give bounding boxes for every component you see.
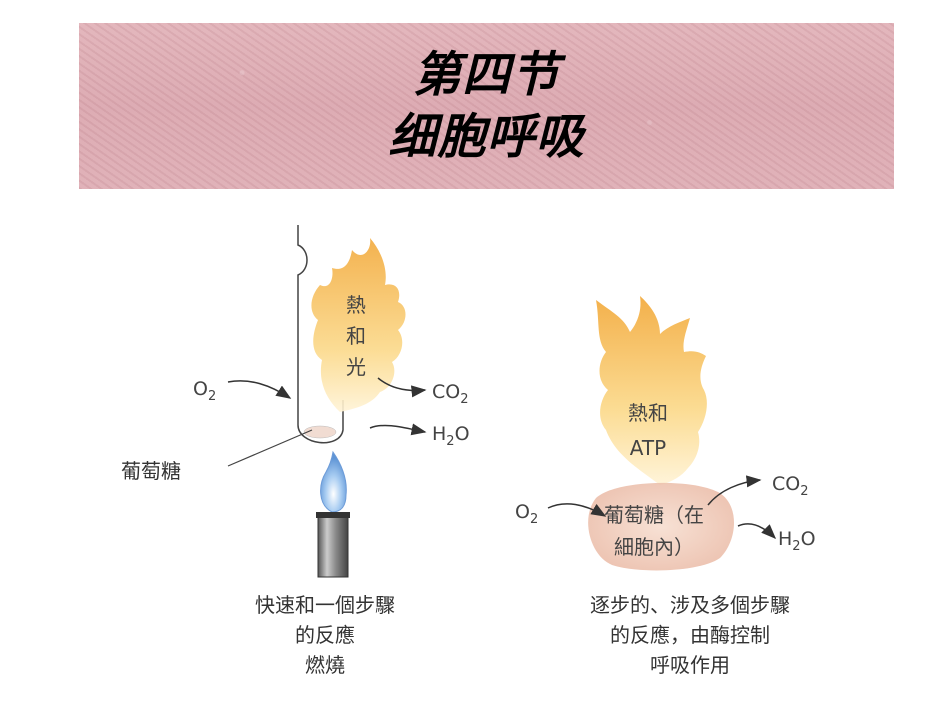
h2o-label-right: H2O — [778, 528, 816, 554]
burner-top — [316, 512, 350, 518]
co2-arrow-left — [377, 377, 427, 398]
respiration-caption-line-2: 的反應，由酶控制 — [610, 623, 770, 647]
co2-arrow-right — [707, 475, 762, 506]
burner-flame — [320, 450, 347, 513]
glucose-sample — [303, 425, 337, 439]
glucose-label-left: 葡萄糖 — [121, 459, 181, 483]
co2-label-right: CO2 — [772, 473, 809, 499]
h2o-arrow-left — [369, 423, 427, 436]
o2-label-right: O2 — [515, 501, 538, 527]
cell-label-2: 細胞內） — [614, 535, 694, 559]
respiration-caption-line-3: 呼吸作用 — [650, 653, 730, 677]
combustion-caption-line-1: 快速和一個步驟 — [255, 593, 395, 617]
respiration-caption-line-1: 逐步的、涉及多個步驟 — [590, 593, 790, 617]
respiration-flame-label-2: ATP — [630, 436, 666, 460]
cell-label-1: 葡萄糖（在 — [604, 503, 704, 527]
flame-label-heat: 熱 — [346, 293, 366, 317]
respiration-caption: 逐步的、涉及多個步驟 的反應，由酶控制 呼吸作用 — [540, 590, 840, 680]
respiration-flame — [596, 296, 707, 485]
o2-label-left: O2 — [193, 378, 216, 404]
title-line-2: 细胞呼吸 — [388, 109, 585, 165]
glucose-pointer-line — [227, 429, 313, 467]
o2-arrow-right — [547, 503, 607, 517]
cell-body — [588, 482, 734, 571]
combustion-caption-line-2: 的反應 — [295, 623, 355, 647]
title-line-1: 第四节 — [412, 47, 560, 103]
o2-arrow-left — [227, 380, 292, 399]
flame-label-and: 和 — [346, 324, 366, 348]
h2o-arrow-right — [737, 523, 777, 540]
combustion-flame — [311, 238, 406, 412]
respiration-flame-label-1: 熱和 — [628, 401, 668, 425]
combustion-caption-line-3: 燃燒 — [305, 653, 345, 677]
h2o-label-left: H2O — [432, 423, 470, 449]
burner-body — [317, 514, 349, 578]
title-banner: 第四节 细胞呼吸 — [79, 23, 894, 189]
flame-label-light: 光 — [346, 355, 366, 379]
combustion-caption: 快速和一個步驟 的反應 燃燒 — [210, 590, 440, 680]
test-tube — [297, 225, 344, 444]
co2-label-left: CO2 — [432, 381, 469, 407]
